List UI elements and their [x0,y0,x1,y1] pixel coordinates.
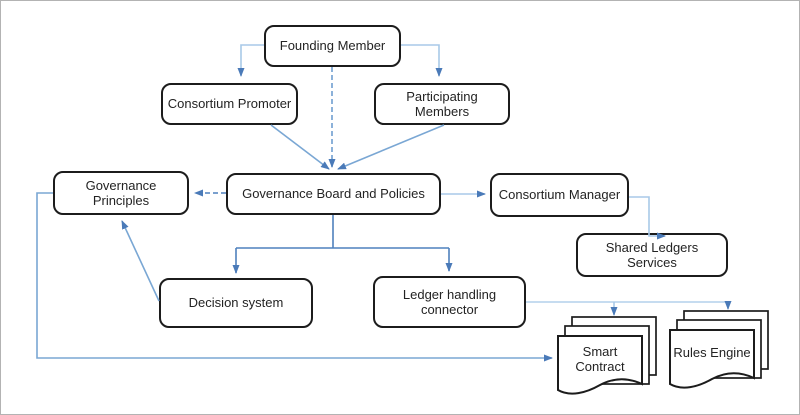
edge-founding-to-participating [401,44,443,77]
node-label: Rules Engine [673,345,751,361]
node-rules-engine: Rules Engine [669,309,773,401]
node-label: Consortium Promoter [167,96,292,112]
node-consortium-promoter: Consortium Promoter [161,83,298,125]
edge-participating-to-board [337,124,445,170]
node-label: Decision system [188,295,284,311]
edge-manager-to-shared-ledgers [629,196,666,240]
node-label: Governance Board and Policies [242,186,425,202]
node-governance-principles: Governance Principles [53,171,189,215]
document-page-front [557,335,643,395]
node-label: Founding Member [279,38,386,54]
node-ledger-handling-connector: Ledger handling connector [373,276,526,328]
node-label: Smart Contract [575,343,625,374]
edge-founding-to-promoter [237,44,264,77]
document-stack-icon [669,310,769,389]
document-stack-icon [557,316,657,395]
node-smart-contract: Smart Contract [557,315,661,407]
node-founding-member: Founding Member [264,25,401,67]
edge-promoter-to-board [270,124,330,170]
node-label: Consortium Manager [498,187,621,203]
node-decision-system: Decision system [159,278,313,328]
node-governance-board-and-policies: Governance Board and Policies [226,173,441,215]
node-label: Participating Members [406,88,478,119]
node-consortium-manager: Consortium Manager [490,173,629,217]
node-participating-members: Participating Members [374,83,510,125]
edge-decision-to-principles [121,220,160,302]
node-label: Shared Ledgers Services [605,239,699,270]
node-label: Governance Principles [85,177,157,208]
edge-board-tree [236,215,449,249]
node-label: Ledger handling connector [402,286,497,317]
document-page-front [669,329,755,389]
node-shared-ledgers-services: Shared Ledgers Services [576,233,728,277]
